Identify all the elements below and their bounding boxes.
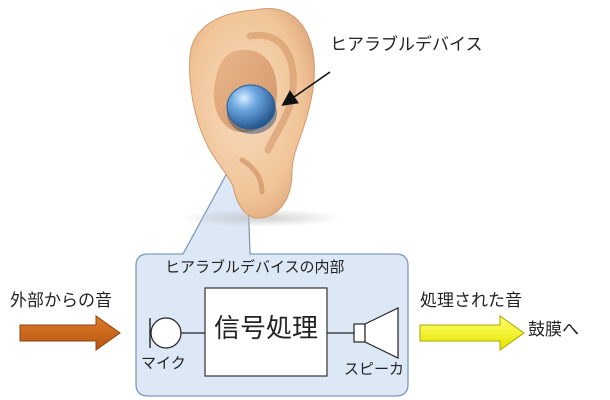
input-sound-arrow <box>19 315 121 351</box>
signal-processing-box <box>204 287 328 377</box>
processed-sound-label: 処理された音 <box>420 291 522 311</box>
output-sound-arrow <box>419 315 525 351</box>
mic-icon <box>149 317 205 349</box>
outside-sound-label: 外部からの音 <box>10 291 112 311</box>
panel-title: ヒアラブルデバイスの内部 <box>165 258 345 276</box>
callout-panel <box>135 135 409 397</box>
device-label: ヒアラブルデバイス <box>330 35 483 55</box>
speaker-icon <box>327 307 399 359</box>
speaker-label: スピーカ <box>344 360 405 378</box>
mic-label: マイク <box>141 354 186 372</box>
hearable-device <box>226 84 277 134</box>
signal-processing-label: 信号処理 <box>213 314 318 344</box>
device-pointer-arrow <box>281 71 331 106</box>
to-eardrum-label: 鼓膜へ <box>528 320 579 340</box>
